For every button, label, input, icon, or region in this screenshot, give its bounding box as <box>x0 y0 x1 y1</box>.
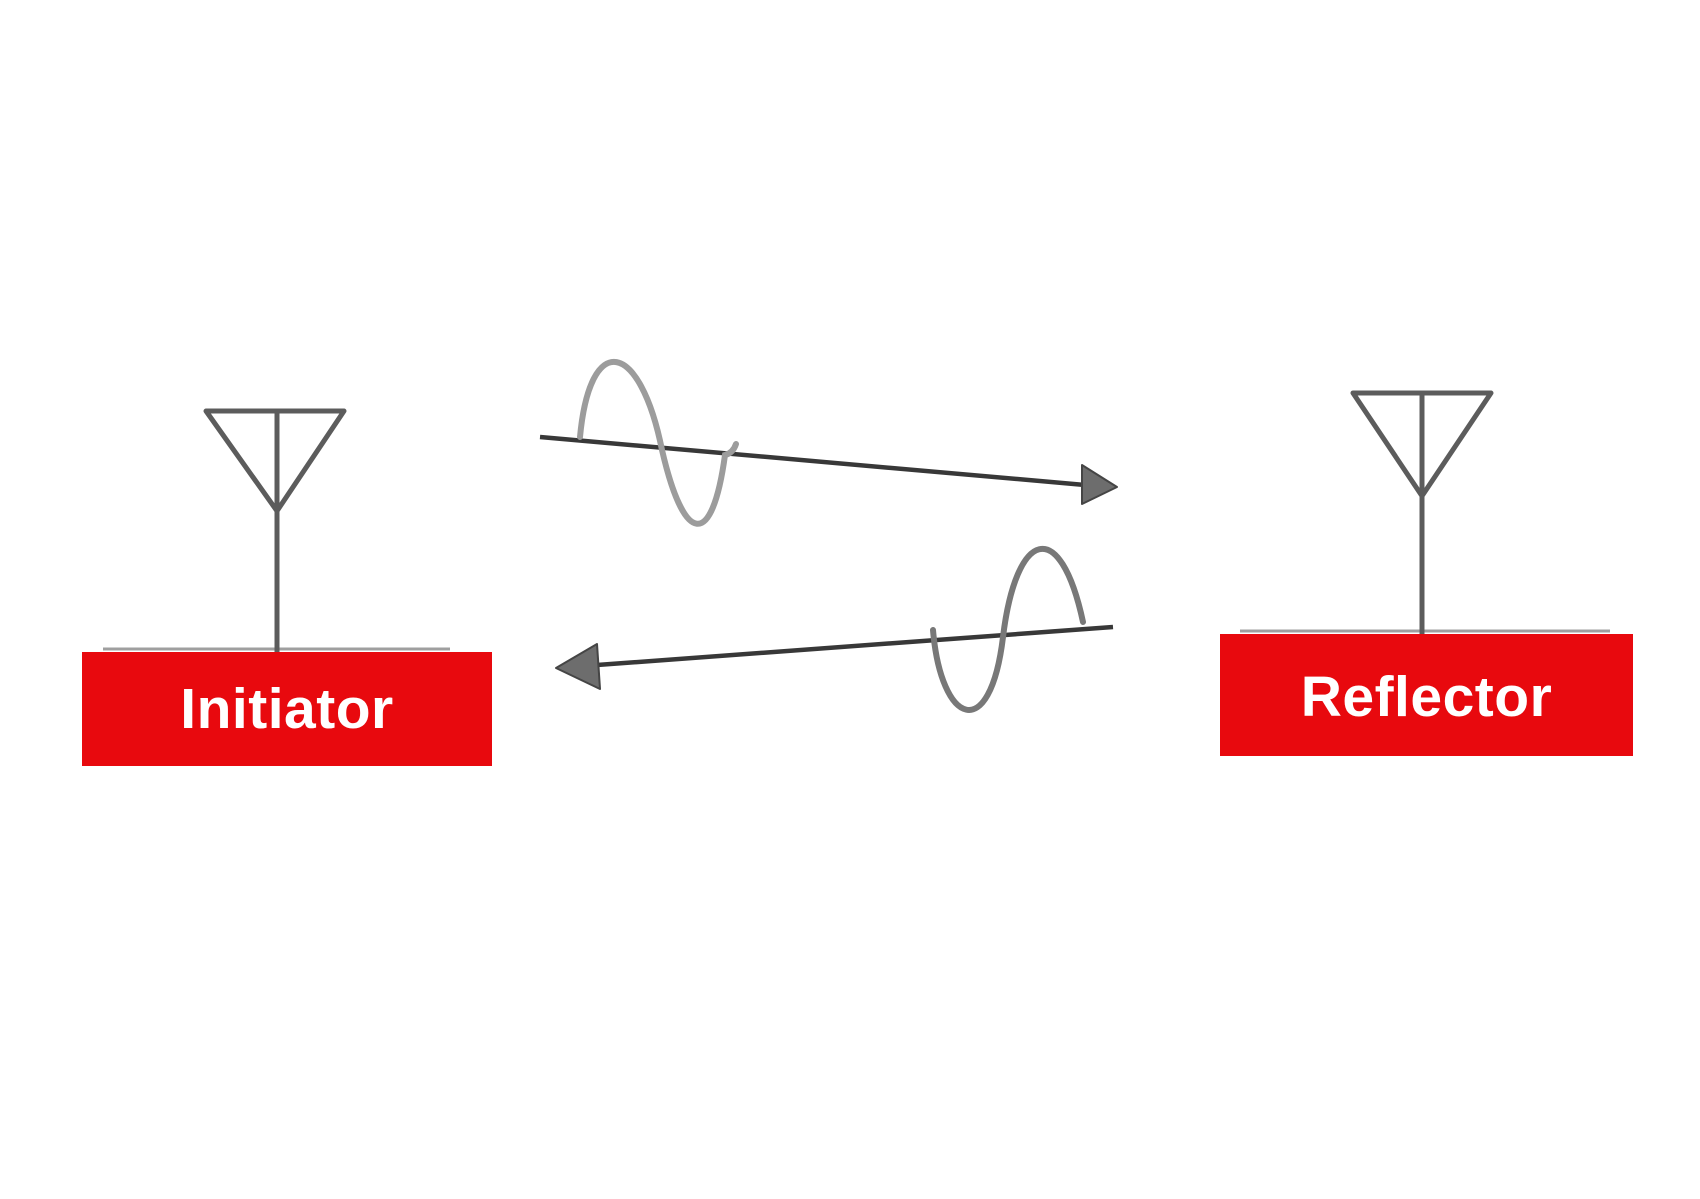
initiator-label: Initiator <box>180 676 394 741</box>
reflector-antenna-icon <box>1350 390 1494 638</box>
reflector-to-initiator-signal <box>555 545 1114 713</box>
arrow-shaft <box>539 434 1086 488</box>
arrow-right-head-icon <box>1081 464 1118 505</box>
arrow-left-head-icon <box>555 643 601 690</box>
initiator-box: Initiator <box>82 652 492 766</box>
initiator-antenna-icon <box>203 408 347 656</box>
initiator-to-reflector-signal <box>539 358 1118 527</box>
reflector-label: Reflector <box>1300 664 1553 729</box>
arrow-shaft <box>596 624 1114 668</box>
sine-wave-icon <box>577 358 739 527</box>
sine-wave-icon <box>930 545 1086 713</box>
reflector-box: Reflector <box>1220 634 1633 756</box>
